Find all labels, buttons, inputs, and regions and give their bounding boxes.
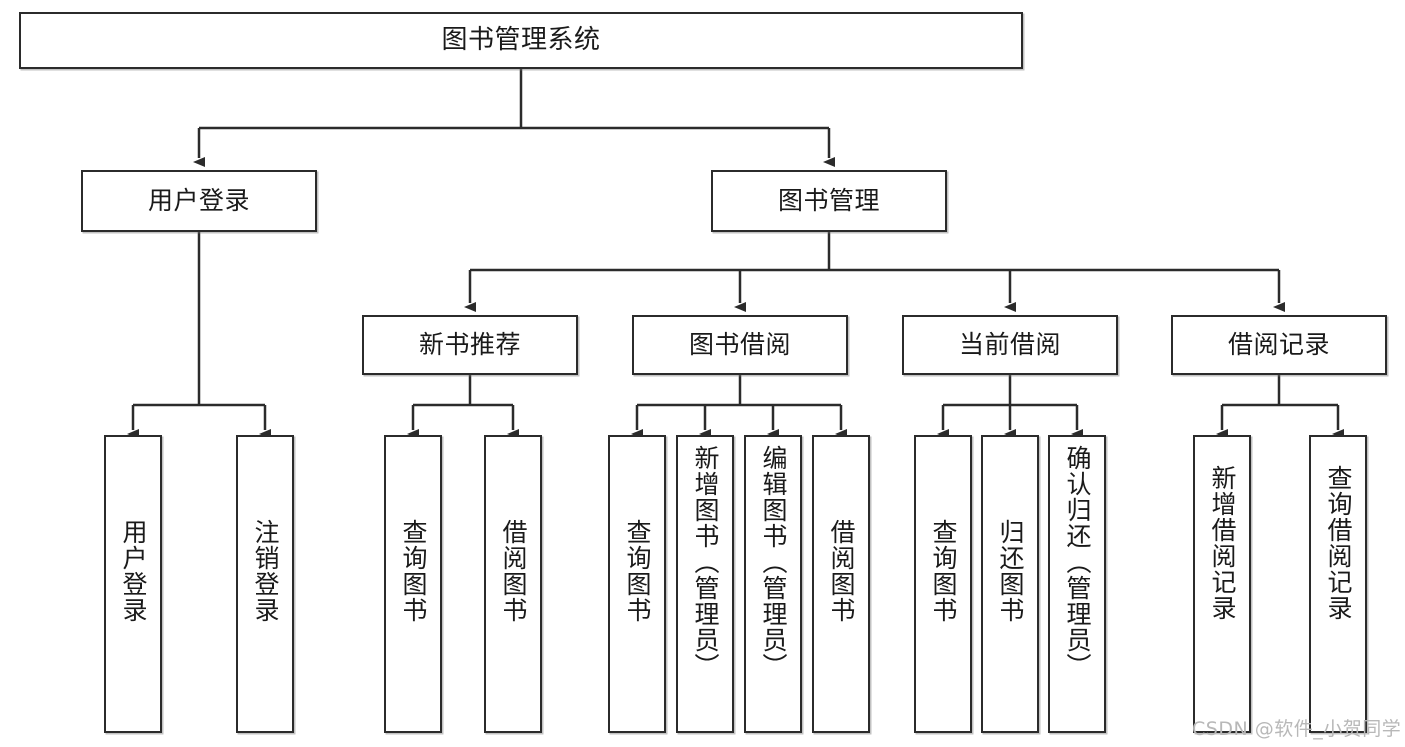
leaf-confirm-return[interactable]: 确认归还（管理员） [1048,435,1106,733]
node-label: 查询图书 [399,519,428,623]
node-label: 图书管理 [777,186,880,216]
node-label: 借阅记录 [1227,330,1330,360]
leaf-logout-login[interactable]: 注销登录 [236,435,294,733]
node-label: 查询借阅记录 [1324,465,1353,621]
leaf-query-book-borrow[interactable]: 查询图书 [608,435,666,733]
leaf-borrow-book[interactable]: 借阅图书 [812,435,870,733]
node-label: 编辑图书（管理员） [759,445,788,679]
node-label: 注销登录 [251,519,280,623]
node-label: 查询图书 [929,519,958,623]
node-label: 用户登录 [119,519,148,623]
leaf-query-book-current[interactable]: 查询图书 [914,435,972,733]
node-root-system[interactable]: 图书管理系统 [19,12,1023,69]
node-label: 新增借阅记录 [1208,465,1237,621]
leaf-return-book[interactable]: 归还图书 [981,435,1039,733]
leaf-query-book-recommend[interactable]: 查询图书 [384,435,442,733]
node-label: 借阅图书 [499,519,528,623]
node-label: 用户登录 [147,186,250,216]
node-label: 借阅图书 [827,519,856,623]
node-current-borrow[interactable]: 当前借阅 [902,315,1118,375]
leaf-add-borrow-record[interactable]: 新增借阅记录 [1193,435,1251,733]
node-label: 查询图书 [623,519,652,623]
node-label: 新增图书（管理员） [691,445,720,679]
leaf-borrow-book-recommend[interactable]: 借阅图书 [484,435,542,733]
watermark-text: CSDN @软件_小贺同学 [1192,718,1402,740]
leaf-add-book[interactable]: 新增图书（管理员） [676,435,734,733]
node-book-borrow[interactable]: 图书借阅 [632,315,848,375]
node-new-book-recommend[interactable]: 新书推荐 [362,315,578,375]
node-user-login[interactable]: 用户登录 [81,170,317,232]
leaf-edit-book[interactable]: 编辑图书（管理员） [744,435,802,733]
node-label: 图书管理系统 [441,25,601,56]
node-book-management[interactable]: 图书管理 [711,170,947,232]
node-label: 图书借阅 [688,330,791,360]
leaf-user-login[interactable]: 用户登录 [104,435,162,733]
leaf-query-borrow-record[interactable]: 查询借阅记录 [1309,435,1367,733]
node-label: 确认归还（管理员） [1063,445,1092,679]
node-borrow-record[interactable]: 借阅记录 [1171,315,1387,375]
node-label: 新书推荐 [418,330,521,360]
node-label: 当前借阅 [958,330,1061,360]
node-label: 归还图书 [996,519,1025,623]
